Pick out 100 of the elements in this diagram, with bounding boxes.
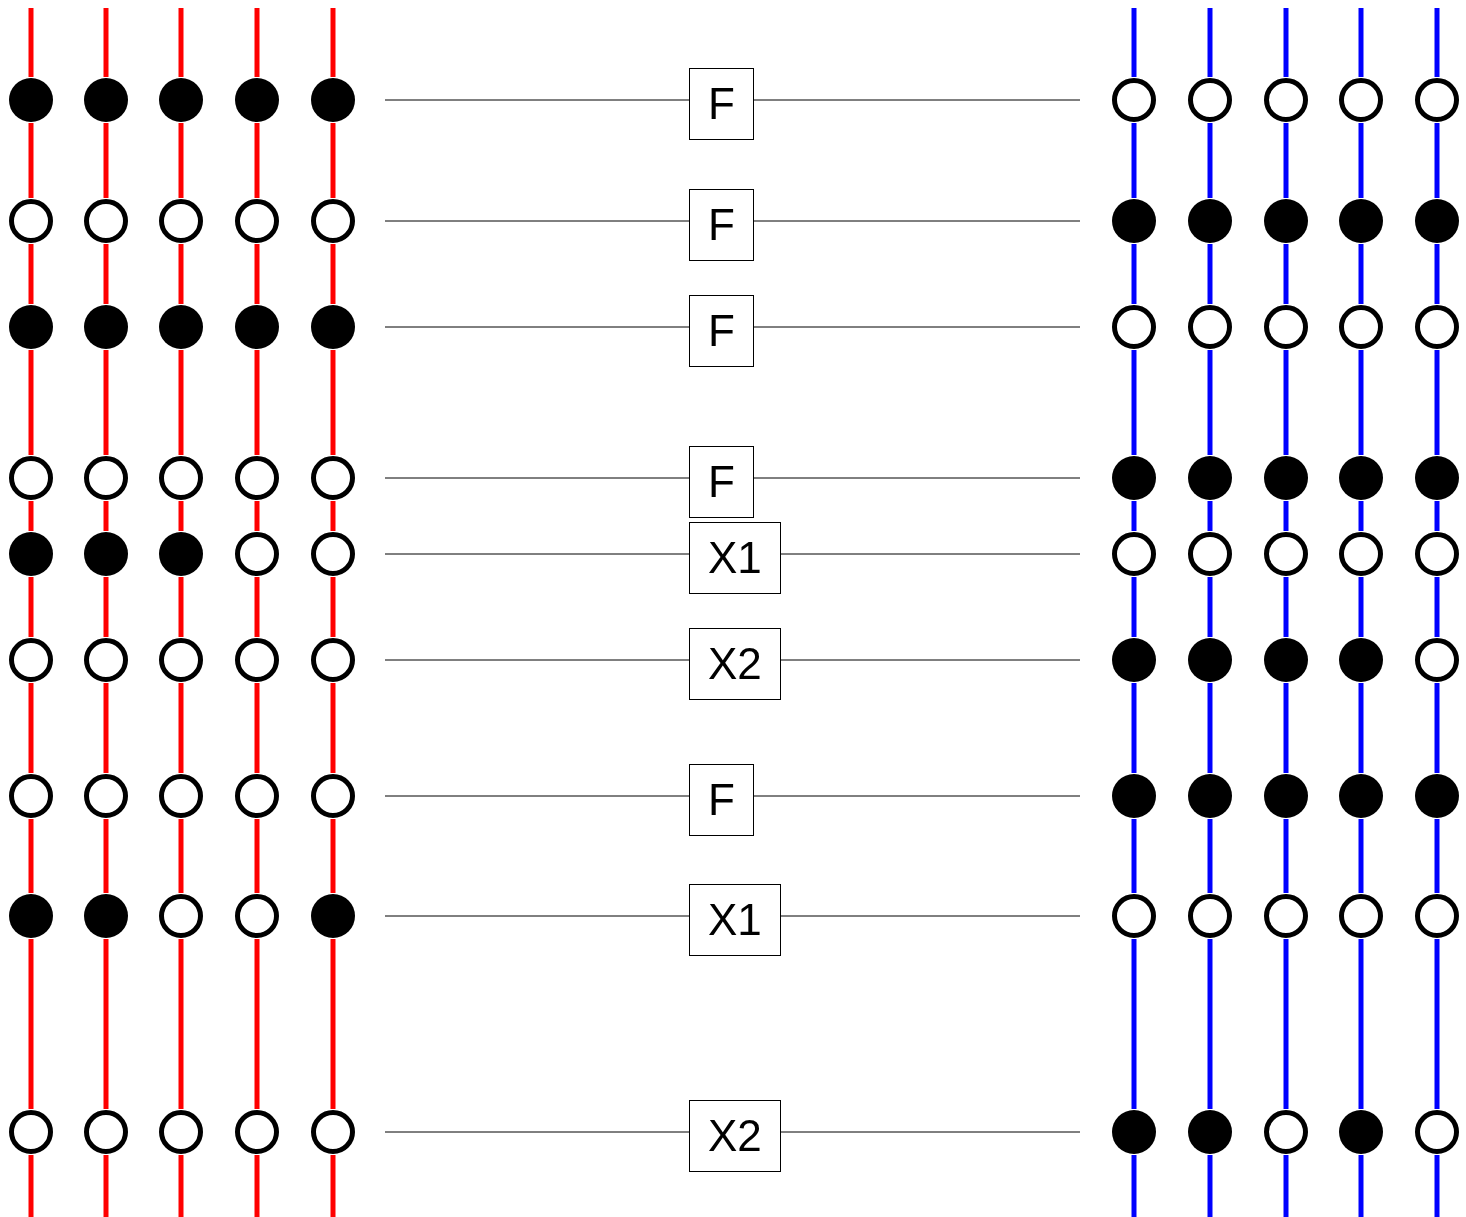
strand-line [254,123,260,198]
strand-line [1131,244,1137,304]
open-circle [1187,77,1233,123]
open-circle [158,455,204,501]
filled-dot [1338,1109,1384,1155]
open-circle [83,198,129,244]
strand-line [1283,683,1289,773]
strand-line [330,577,336,637]
open-circle [1338,304,1384,350]
operator-box: X1 [689,522,781,594]
operator-box: F [689,68,754,140]
strand-line [1131,819,1137,893]
strand-line [1434,577,1440,637]
open-circle [1111,77,1157,123]
operator-box: F [689,189,754,261]
strand-line [254,8,260,77]
operator-box: F [689,764,754,836]
strand-line [28,244,34,304]
strand-line [1434,123,1440,198]
strand-line [254,819,260,893]
strand-line [1358,244,1364,304]
filled-dot [1414,198,1460,244]
open-circle [1414,304,1460,350]
open-circle [158,773,204,819]
strand-line [103,244,109,304]
strand-line [1358,350,1364,455]
strand-line [330,939,336,1109]
open-circle [234,1109,280,1155]
filled-dot [234,304,280,350]
connector-line [780,553,1081,555]
strand-line [103,501,109,531]
strand-line [28,819,34,893]
strand-line [1358,683,1364,773]
strand-line [178,244,184,304]
strand-line [1283,501,1289,531]
open-circle [1338,893,1384,939]
strand-line [103,123,109,198]
strand-line [1207,939,1213,1109]
strand-line [1283,8,1289,77]
filled-dot [1187,637,1233,683]
connector-line [384,553,690,555]
open-circle [1263,304,1309,350]
operator-box: F [689,295,754,367]
strand-line [1131,577,1137,637]
strand-line [1131,123,1137,198]
strand-line [1207,350,1213,455]
strand-line [1358,577,1364,637]
filled-dot [1338,198,1384,244]
filled-dot [158,531,204,577]
open-circle [8,455,54,501]
strand-line [178,123,184,198]
strand-line [178,350,184,455]
connector-line [753,220,1081,222]
filled-dot [1338,455,1384,501]
open-circle [1414,77,1460,123]
filled-dot [83,893,129,939]
filled-dot [83,531,129,577]
strand-line [178,939,184,1109]
strand-line [1434,244,1440,304]
filled-dot [1111,637,1157,683]
filled-dot [1263,637,1309,683]
connector-line [384,659,690,661]
open-circle [8,773,54,819]
open-circle [1111,531,1157,577]
strand-line [1207,1155,1213,1217]
connector-line [753,99,1081,101]
strand-line [330,683,336,773]
strand-line [1434,1155,1440,1217]
open-circle [1263,893,1309,939]
strand-line [254,501,260,531]
filled-dot [158,304,204,350]
open-circle [1414,1109,1460,1155]
open-circle [1263,531,1309,577]
open-circle [1187,304,1233,350]
filled-dot [1111,1109,1157,1155]
filled-dot [83,77,129,123]
filled-dot [83,304,129,350]
filled-dot [234,77,280,123]
strand-line [103,819,109,893]
connector-line [384,326,690,328]
strand-line [1283,244,1289,304]
connector-line [780,659,1081,661]
strand-line [1207,819,1213,893]
filled-dot [1111,455,1157,501]
operator-box: X1 [689,884,781,956]
strand-line [178,683,184,773]
strand-line [1207,123,1213,198]
strand-line [1131,8,1137,77]
filled-dot [1414,455,1460,501]
operator-box: X2 [689,1100,781,1172]
filled-dot [1187,773,1233,819]
strand-line [1434,819,1440,893]
connector-line [753,795,1081,797]
open-circle [310,773,356,819]
open-circle [234,773,280,819]
strand-line [1283,123,1289,198]
filled-dot [8,893,54,939]
strand-line [1283,577,1289,637]
connector-line [384,220,690,222]
open-circle [83,637,129,683]
